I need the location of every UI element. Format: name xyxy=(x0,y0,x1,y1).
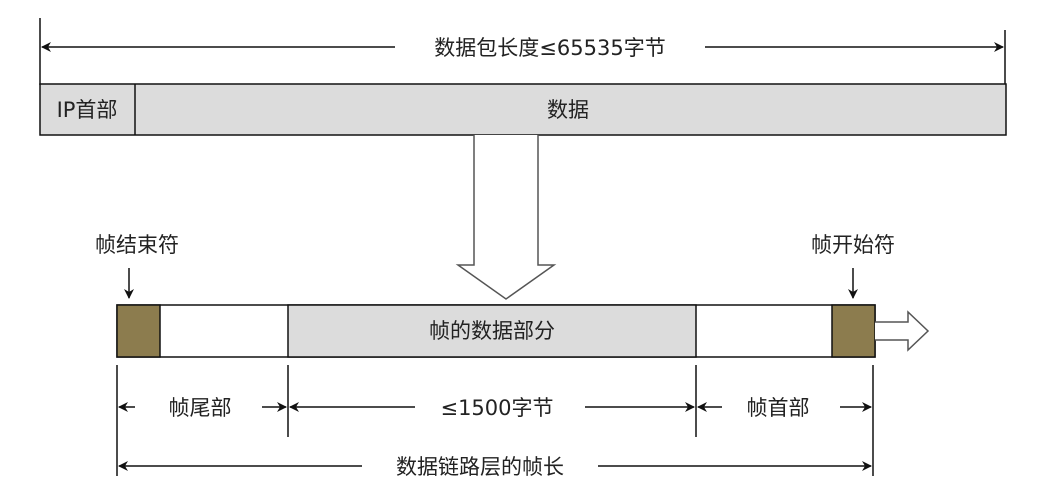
frame-box: 帧的数据部分 xyxy=(116,304,876,358)
frame-data-part-label: 帧的数据部分 xyxy=(429,319,555,343)
ip-header-label: IP首部 xyxy=(57,98,118,122)
frame-header-label: 帧首部 xyxy=(747,396,810,420)
frame-length-label: 数据链路层的帧长 xyxy=(396,455,564,479)
frame-start-delimiter-label: 帧开始符 xyxy=(811,233,895,257)
frame-dimension-ticks xyxy=(116,365,874,476)
packet-length-dimension: 数据包长度≤65535字节 xyxy=(39,18,1006,85)
trailer-dimension: 帧尾部 xyxy=(118,396,287,420)
ip-packet-box: IP首部 数据 xyxy=(39,83,1007,136)
payload-size-label: ≤1500字节 xyxy=(440,396,553,420)
frame-trailer-label: 帧尾部 xyxy=(169,396,232,420)
frame-length-dimension: 数据链路层的帧长 xyxy=(118,455,872,479)
encapsulation-arrow-icon xyxy=(455,135,557,300)
frame-start-delimiter xyxy=(831,304,876,358)
packet-length-label: 数据包长度≤65535字节 xyxy=(434,36,665,60)
payload-dimension: ≤1500字节 xyxy=(289,396,695,420)
frame-end-delimiter-label: 帧结束符 xyxy=(95,233,179,257)
packet-data-label: 数据 xyxy=(547,98,589,122)
header-dimension: 帧首部 xyxy=(697,396,872,420)
transmission-direction-arrow-icon xyxy=(875,310,930,352)
frame-end-delimiter xyxy=(116,304,161,358)
